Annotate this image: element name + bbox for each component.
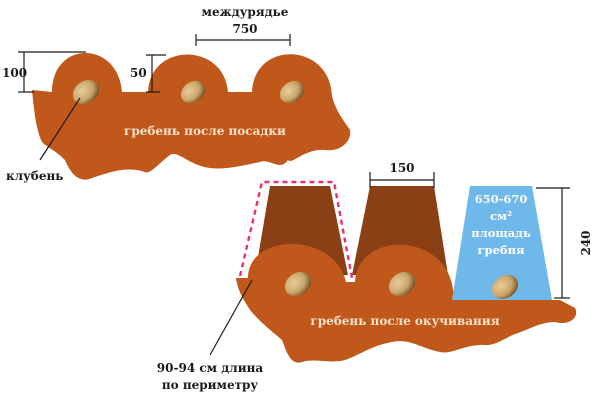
- tuber-top-3: [279, 80, 305, 104]
- area-object: гребня: [478, 243, 525, 257]
- ridge-after-planting-label: гребень после посадки: [124, 124, 286, 138]
- perimeter-label-line1: 90-94 см длина: [157, 361, 264, 375]
- top-width-dimension: [369, 172, 435, 188]
- ridge-height-dimension: [536, 187, 570, 299]
- area-word: площадь: [471, 226, 531, 240]
- ridge-after-hilling-label: гребень после окучивания: [310, 314, 499, 328]
- height-50-label: 50: [130, 66, 147, 80]
- height-50-dimension: [146, 54, 166, 93]
- tuber-top-2: [180, 80, 206, 104]
- perimeter-leader-line: [209, 279, 253, 356]
- row-spacing-title: междурядье: [202, 5, 289, 19]
- perimeter-dashed-line: [238, 180, 354, 279]
- ridge-after-planting-soil: [32, 53, 351, 180]
- height-100-dimension: [18, 51, 86, 93]
- row-spacing-value: 750: [232, 22, 257, 36]
- row-spacing-dimension: [195, 34, 291, 46]
- height-100-label: 100: [2, 66, 27, 80]
- top-width-label: 150: [389, 161, 414, 175]
- area-value: 650-670: [475, 192, 528, 206]
- tuber-label: клубень: [6, 169, 63, 183]
- ridge-area-shape: [452, 186, 552, 300]
- tuber-bottom-2: [388, 271, 416, 297]
- perimeter-label-line2: по периметру: [162, 378, 259, 392]
- area-unit: см²: [490, 209, 512, 223]
- tuber-leader-line: [39, 97, 81, 161]
- tuber-bottom-3: [491, 274, 519, 300]
- ridge-after-hilling-soil: [236, 243, 577, 363]
- ridge-height-label: 240: [579, 230, 593, 255]
- tuber-bottom-1: [284, 271, 312, 297]
